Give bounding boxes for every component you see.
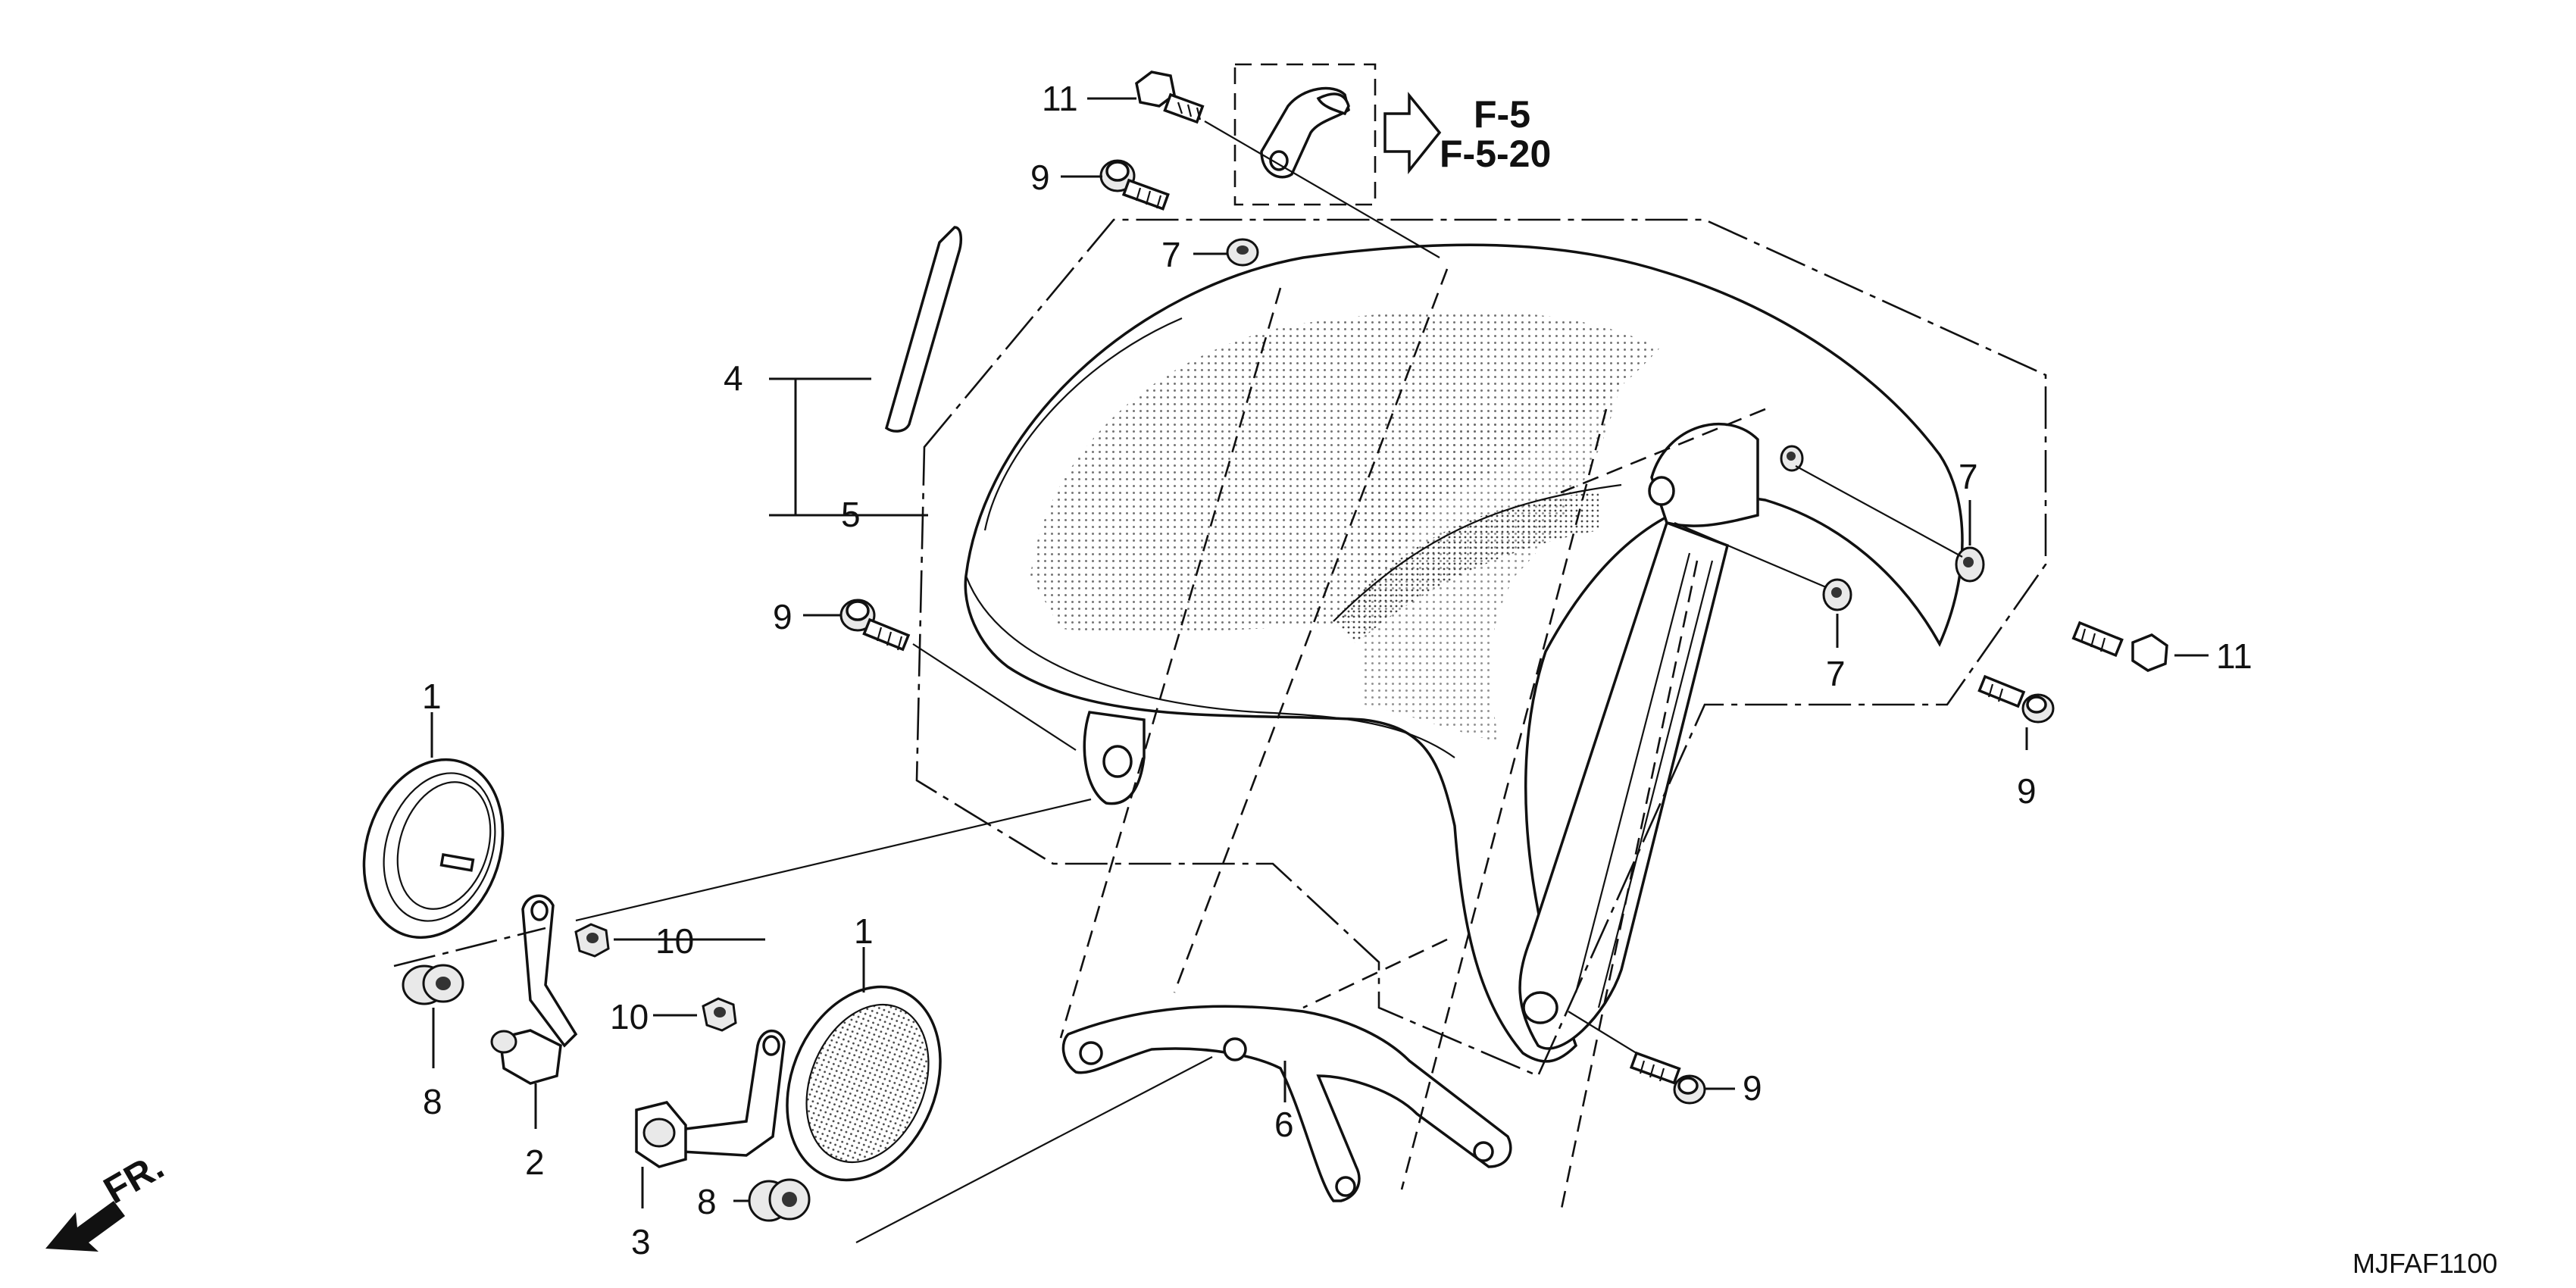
- leader-lines: [393, 97, 2209, 1243]
- washer-7-right-a: [1780, 445, 1804, 472]
- front-fender: [964, 243, 1964, 1063]
- callout-11-top: 11: [1042, 79, 1078, 118]
- upper-bracket: [1233, 63, 1377, 206]
- callout-7-right-a: 7: [1959, 457, 1978, 496]
- direction-label: FR.: [97, 1145, 171, 1212]
- reflector-upper: [362, 758, 505, 939]
- washer-7-right-b: [1955, 546, 1985, 583]
- callout-7-top: 7: [1161, 235, 1181, 274]
- ref-f5: F-5: [1474, 93, 1530, 136]
- callout-6: 6: [1274, 1105, 1294, 1144]
- callout-11-right: 11: [2216, 636, 2252, 676]
- callout-9-bottom: 9: [1743, 1068, 1762, 1108]
- ref-arrow: [1383, 92, 1442, 174]
- callout-9-left: 9: [773, 597, 792, 636]
- grommet-8-upper: [402, 964, 464, 1005]
- bolt-9-left: [839, 599, 911, 652]
- callout-4: 4: [724, 358, 743, 398]
- callouts: 11 9 7 4 5 9 7 7 11 9 1 1 10 10 8 2 3 8 …: [422, 79, 2252, 1261]
- nut-10-lower: [702, 997, 737, 1032]
- washer-7-right-c: [1822, 578, 1852, 611]
- nut-10-upper: [574, 923, 610, 958]
- callout-8-lower: 8: [697, 1182, 717, 1221]
- callout-9-right: 9: [2017, 771, 2037, 811]
- bolt-11-top: [1135, 70, 1205, 124]
- washer-7-top: [1226, 238, 1259, 267]
- grommet-8-lower: [748, 1178, 811, 1222]
- callout-10-upper: 10: [655, 921, 694, 961]
- bolt-9-bottom: [1629, 1051, 1706, 1105]
- callout-3: 3: [631, 1222, 651, 1261]
- diagram-code: MJFAF1100: [2352, 1248, 2497, 1279]
- part-4-stripe: [884, 226, 963, 433]
- callout-8-upper: 8: [423, 1082, 442, 1121]
- bolt-9-top: [1099, 159, 1170, 211]
- callout-2: 2: [525, 1143, 545, 1182]
- bolt-11-right: [2071, 621, 2168, 672]
- bracket-3: [635, 1029, 786, 1168]
- callout-5: 5: [841, 495, 861, 534]
- fender-stay-6: [1061, 1005, 1512, 1202]
- bolt-9-right: [1977, 674, 2055, 724]
- callout-9-top: 9: [1030, 158, 1050, 197]
- callout-1-upper: 1: [422, 677, 442, 716]
- callout-1-lower: 1: [854, 911, 874, 951]
- reflector-lower: [786, 985, 942, 1182]
- ref-f5-20: F-5-20: [1440, 133, 1551, 175]
- callout-7-right-b: 7: [1826, 654, 1846, 693]
- bracket-2: [490, 894, 578, 1085]
- callout-10-lower: 10: [610, 997, 649, 1036]
- front-direction-indicator: FR.: [45, 1145, 170, 1252]
